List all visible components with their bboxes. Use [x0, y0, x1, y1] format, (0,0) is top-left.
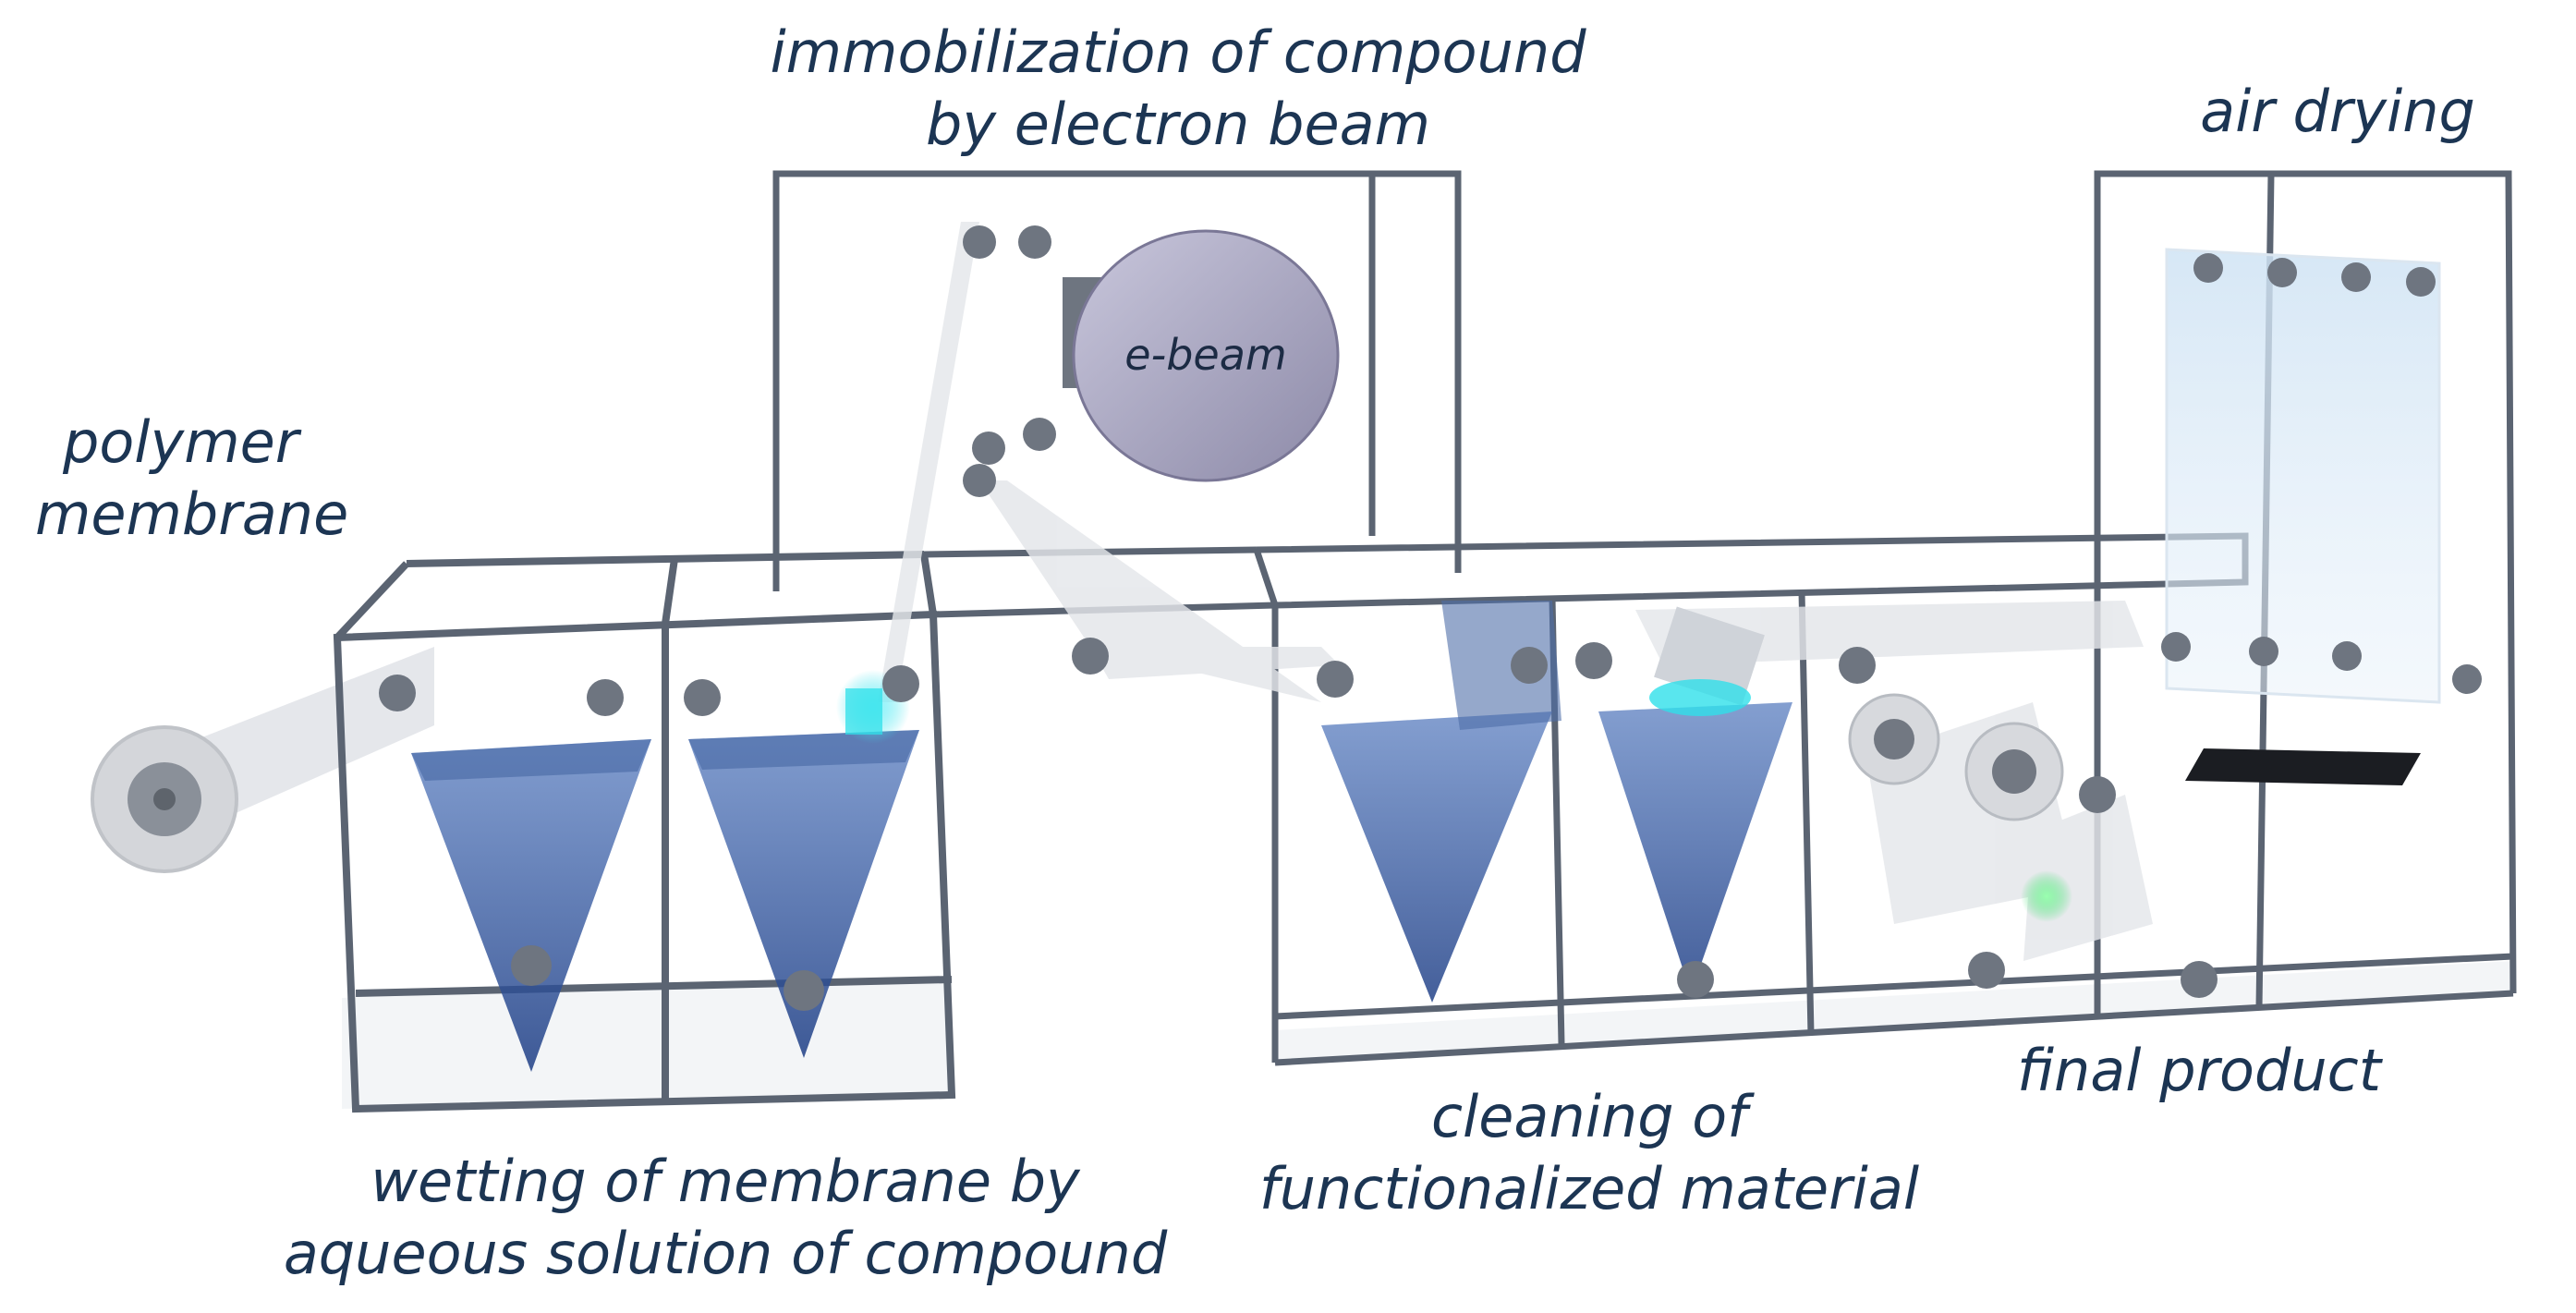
- wetting-label-line-2: aqueous solution of compound: [283, 1220, 1168, 1287]
- ebeam-unit: e-beam: [1063, 229, 1340, 482]
- wetting-label-line-1: wetting of membrane by: [371, 1148, 1080, 1215]
- ebeam-label: e-beam: [1124, 330, 1286, 380]
- dryer-panel: [2165, 248, 2441, 704]
- cleaning-label: cleaning of functionalized material: [1210, 1081, 1968, 1225]
- polymer-membrane-roll: [91, 647, 434, 873]
- immobilization-label-line-1: immobilization of compound: [770, 18, 1586, 86]
- polymer-membrane-label: polymer membrane: [35, 407, 423, 551]
- wetting-label: wetting of membrane by aqueous solution …: [273, 1146, 1178, 1290]
- cleaning-label-line-1: cleaning of: [1430, 1083, 1748, 1150]
- air-drying-label-text: air drying: [2200, 78, 2475, 145]
- immobilization-label-line-2: by electron beam: [926, 91, 1430, 158]
- rollers: [379, 225, 2482, 1011]
- product-rolls: [1848, 693, 2064, 821]
- final-product-label: final product: [1968, 1035, 2430, 1107]
- air-drying-label: air drying: [2153, 76, 2522, 148]
- polymer-membrane-label-line-1: polymer: [63, 408, 299, 476]
- polymer-membrane-label-line-2: membrane: [35, 480, 349, 548]
- glow-accents: [836, 606, 2072, 922]
- ebeam-enclosure-frame: [772, 170, 1462, 591]
- cleaning-baths: [1321, 601, 1792, 1003]
- wetting-tank-frame: [333, 551, 956, 1113]
- immobilization-label: immobilization of compound by electron b…: [744, 17, 1612, 161]
- cleaning-label-line-2: functionalized material: [1258, 1155, 1920, 1222]
- wetting-baths: [411, 730, 919, 1072]
- drying-tray: [2185, 748, 2421, 785]
- final-product-label-text: final product: [2016, 1037, 2382, 1104]
